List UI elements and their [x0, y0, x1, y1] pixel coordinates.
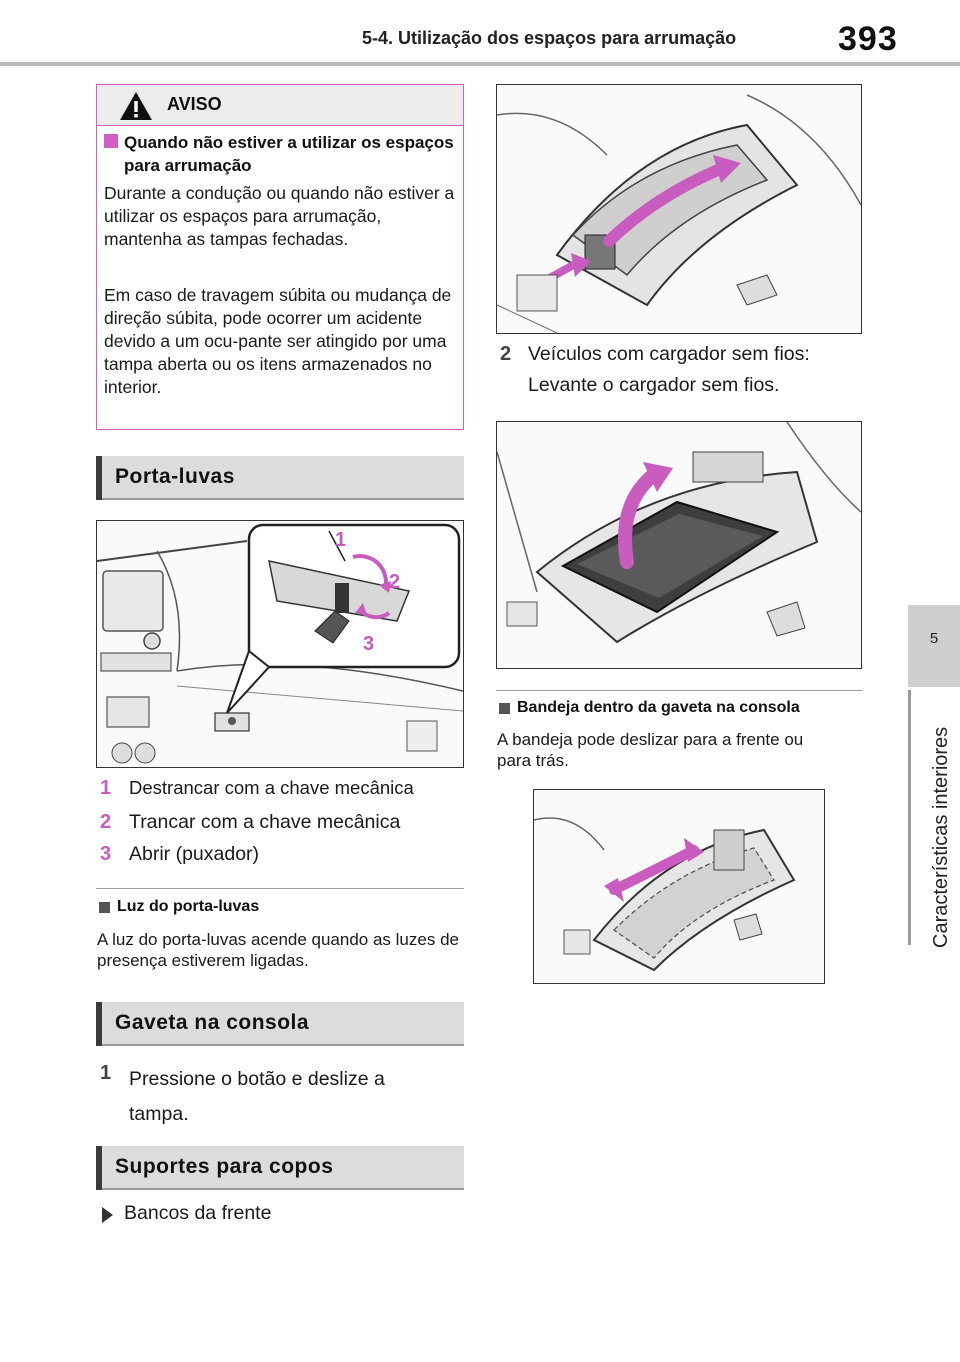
step-number: 1 — [100, 777, 112, 799]
subheading-glovebox-light: Luz do porta-luvas — [117, 898, 260, 915]
warning-bullet-icon — [104, 134, 118, 148]
warning-heading: Quando não estiver a utilizar os espaços… — [124, 133, 454, 175]
step-text: Trancar com a chave mecânica — [129, 811, 401, 833]
cup-holder-item: Bancos da frente — [124, 1202, 272, 1224]
subsection-rule — [496, 690, 862, 691]
step-number: 2 — [100, 811, 112, 833]
figure-callout-1: 1 — [335, 529, 347, 551]
warning-paragraph: Em caso de travagem súbita ou mudança de… — [104, 285, 452, 397]
section-title-console-box: Gaveta na consola — [115, 1011, 310, 1034]
subheading-tray: Bandeja dentro da gaveta na consola — [517, 699, 800, 716]
wireless-charger-drawing — [497, 422, 861, 668]
running-header-title: 5-4. Utilização dos espaços para arrumaç… — [362, 28, 737, 48]
warning-paragraph: Durante a condução ou quando não estiver… — [104, 183, 455, 249]
glovebox-drawing — [97, 521, 463, 767]
step-number: 1 — [100, 1062, 112, 1084]
glovebox-light-text: A luz do porta-luvas acende quando as lu… — [97, 930, 459, 970]
step-text: Destrancar com a chave mecânica — [129, 777, 414, 798]
step-text: Levante o cargador sem fios. — [528, 374, 780, 396]
section-header — [96, 456, 464, 500]
subheading-bullet-icon — [99, 902, 110, 913]
section-header-bar — [96, 456, 102, 500]
warning-label: AVISO — [167, 94, 222, 114]
subsection-rule — [96, 888, 464, 889]
figure-callout-3: 3 — [363, 633, 375, 655]
step-number: 3 — [100, 843, 112, 865]
wireless-charger-illustration — [496, 421, 862, 669]
section-header-bar — [96, 1002, 102, 1046]
section-title-glovebox: Porta-luvas — [115, 465, 235, 488]
subheading-bullet-icon — [499, 703, 510, 714]
chapter-tab-rule — [908, 690, 911, 945]
glovebox-illustration: 1 2 3 — [96, 520, 464, 768]
section-header — [96, 1002, 464, 1046]
chapter-title: Características interiores — [930, 726, 952, 948]
warning-triangle-icon — [120, 92, 152, 120]
console-tray-illustration — [533, 789, 825, 984]
figure-callout-2: 2 — [389, 571, 401, 593]
chapter-tab — [908, 605, 960, 687]
step-number: 2 — [500, 343, 512, 365]
warning-header — [97, 85, 463, 126]
page-number: 393 — [838, 20, 898, 58]
console-tray-drawing — [534, 790, 824, 983]
warning-box — [96, 84, 464, 430]
tray-text: A bandeja pode deslizar para a frente ou… — [497, 730, 804, 770]
step-text: Abrir (puxador) — [129, 843, 260, 865]
chapter-number: 5 — [929, 630, 939, 647]
console-lid-illustration — [496, 84, 862, 334]
step-text: Veículos com cargador sem fios: — [528, 343, 810, 365]
arrow-bullet-icon — [102, 1207, 113, 1223]
step-text: Pressione o botão e deslize a tampa. — [129, 1068, 385, 1125]
section-header-bar — [96, 1146, 102, 1190]
header-rule — [0, 62, 960, 66]
section-header — [96, 1146, 464, 1190]
section-title-cup-holders: Suportes para copos — [115, 1155, 334, 1178]
console-lid-drawing — [497, 85, 861, 333]
